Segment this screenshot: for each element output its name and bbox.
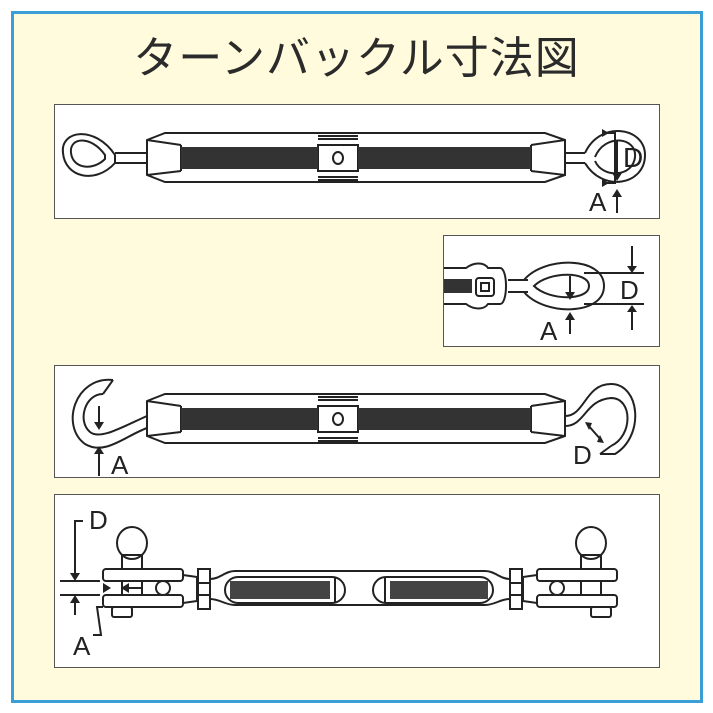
dimension-label-a: A — [589, 187, 607, 217]
dimension-label-d: D — [573, 440, 592, 470]
panel-jaw-jaw: D A — [54, 494, 660, 668]
eye-eye-turnbuckle-drawing: D A — [61, 129, 647, 217]
panel-hook-hook: A D — [54, 365, 660, 479]
jaw-jaw-turnbuckle-drawing: D A — [60, 505, 618, 661]
dimension-label-a: A — [73, 631, 91, 661]
eye-end-detail-drawing: D A — [444, 246, 644, 346]
dimension-label-d: D — [620, 275, 639, 305]
diagram-title: ターンバックル寸法図 — [133, 33, 580, 84]
panel-eye-eye: D A — [54, 104, 660, 219]
hook-hook-turnbuckle-drawing: A D — [71, 378, 637, 479]
dimension-label-a: A — [111, 450, 129, 479]
panel-eye-detail: D A — [443, 235, 660, 347]
dimension-label-d: D — [623, 142, 643, 173]
dimension-label-d: D — [89, 505, 108, 535]
dimension-label-a: A — [540, 316, 558, 346]
